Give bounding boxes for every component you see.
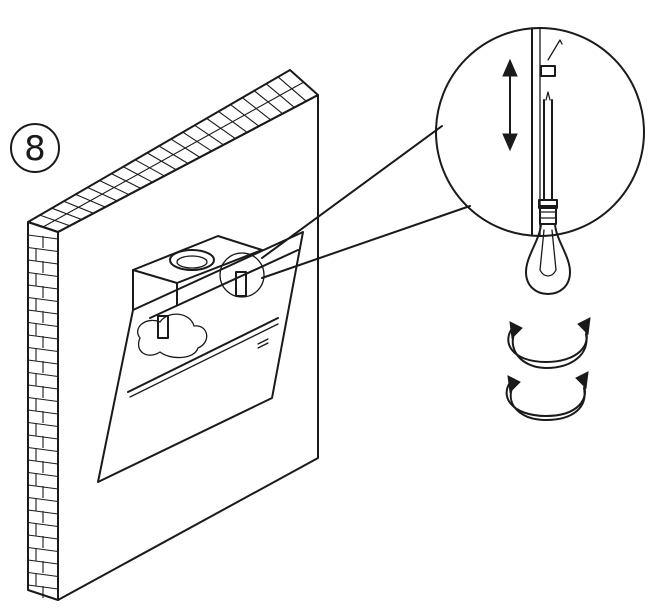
mounting-bracket-left — [157, 315, 169, 339]
light-bulb-icon — [525, 205, 571, 295]
bulb-filament — [539, 229, 557, 277]
zoom-line-upper — [261, 125, 443, 259]
brick-course — [27, 496, 59, 503]
rotation-arrow-head — [509, 321, 523, 340]
hood-glass-panel — [97, 231, 304, 483]
control-strip — [127, 317, 279, 393]
brick-course — [27, 321, 59, 328]
control-button — [257, 342, 269, 349]
wall-side-bricks — [27, 234, 59, 598]
zoom-lines — [261, 125, 471, 279]
control-strip-lower — [129, 323, 279, 398]
top-clip — [540, 65, 556, 77]
chimney-hood-icon — [97, 231, 304, 483]
detail-marker-circle — [219, 252, 265, 298]
rotation-arrow-head — [575, 371, 589, 390]
duct-hole — [169, 249, 215, 271]
mounting-bracket-right — [235, 271, 247, 297]
arrow-head-up — [502, 58, 518, 77]
wall-side-face — [27, 221, 59, 601]
rotation-ring-upper-inner — [511, 333, 588, 369]
double-arrow-vertical-icon — [502, 58, 518, 152]
panel-top-lip — [149, 249, 299, 319]
zoom-line-lower — [261, 205, 471, 279]
rotate-arrows-icon — [505, 317, 591, 421]
brick-course — [27, 296, 59, 303]
bulb-glass — [525, 223, 571, 295]
brick-course — [27, 371, 59, 378]
rotation-arrow-head — [507, 375, 521, 394]
brick-course — [27, 471, 59, 478]
duct-hole-inner — [176, 255, 208, 269]
brick-course — [27, 546, 59, 553]
brick-course — [27, 396, 59, 403]
stem-tip — [545, 91, 551, 101]
wall-top-face — [27, 69, 319, 233]
rotation-arrow-head — [577, 317, 591, 336]
step-circle — [10, 123, 60, 173]
brick-course — [27, 271, 59, 278]
rotation-ring-upper — [507, 325, 588, 363]
wall-front-face — [57, 94, 319, 601]
rotation-ring-lower-inner — [509, 387, 586, 421]
cutaway-cloud — [137, 313, 208, 359]
control-button — [257, 338, 269, 345]
brick-course — [27, 521, 59, 528]
step-number: 8 — [24, 129, 46, 169]
step-badge: 8 — [10, 123, 60, 173]
brick-course — [27, 421, 59, 428]
magnified-detail-circle-icon — [435, 27, 645, 237]
brick-course — [27, 446, 59, 453]
brick-wall-icon — [27, 69, 319, 601]
brick-course — [42, 81, 305, 228]
brick-course — [27, 246, 59, 253]
brick-course — [27, 346, 59, 353]
clip-hook — [547, 39, 563, 61]
arrow-head-down — [502, 133, 518, 152]
brick-course — [27, 571, 59, 578]
socket-collar — [538, 199, 558, 209]
wall-top-bricks — [39, 76, 307, 228]
